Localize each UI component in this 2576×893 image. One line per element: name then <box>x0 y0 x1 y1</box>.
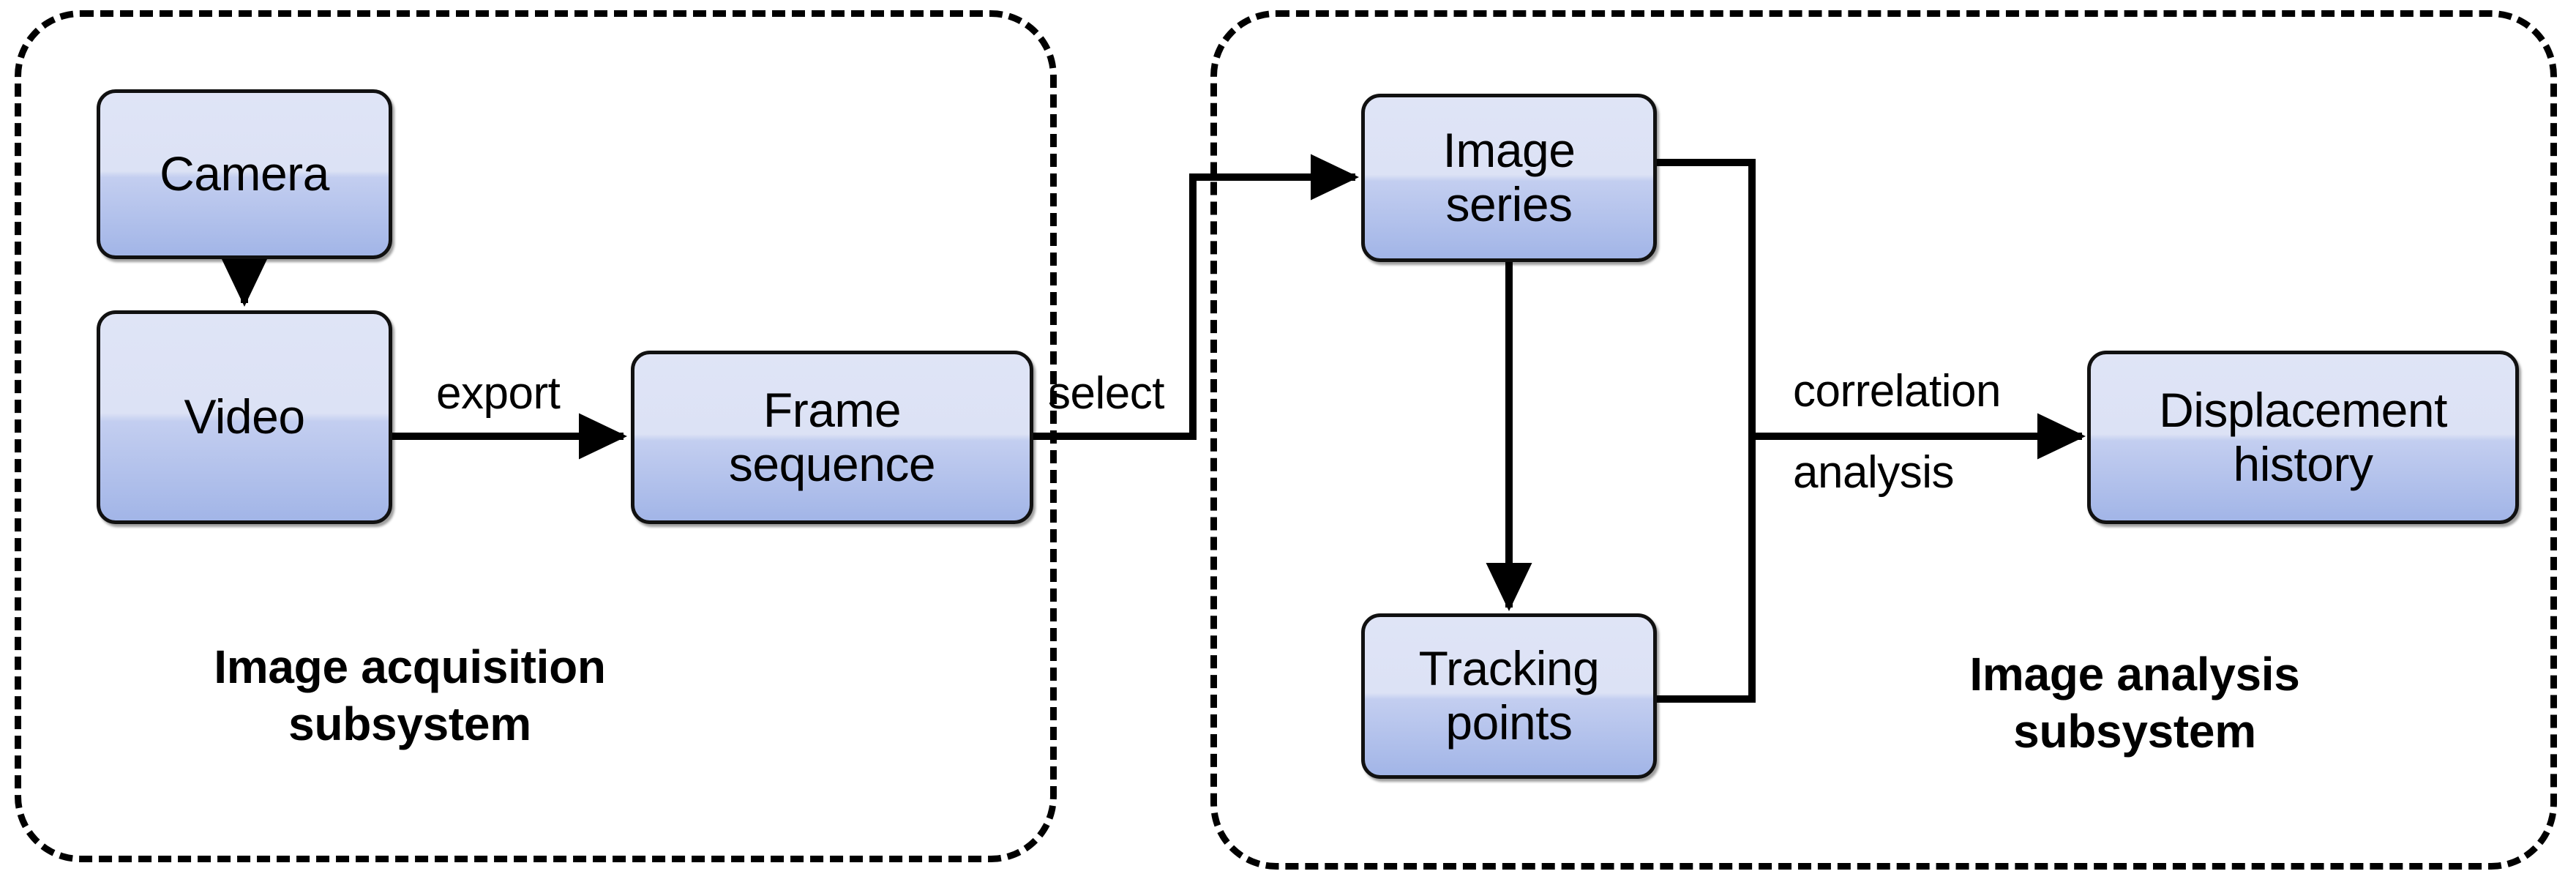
node-image-series-label: Image series <box>1442 123 1576 231</box>
edge-label-analysis: analysis <box>1793 447 1955 498</box>
subsystem-caption-acquisition: Image acquisition subsystem <box>214 640 606 751</box>
node-video[interactable]: Video <box>97 310 392 524</box>
node-displacement-history-label: Displacement history <box>2159 382 2447 491</box>
node-frame-sequence-label: Frame sequence <box>728 382 936 491</box>
edge-label-select: select <box>1048 368 1164 419</box>
node-tracking-points[interactable]: Tracking points <box>1361 613 1657 779</box>
node-tracking-points-label: Tracking points <box>1418 641 1600 750</box>
node-image-series[interactable]: Image series <box>1361 94 1657 262</box>
node-displacement-history[interactable]: Displacement history <box>2087 351 2519 524</box>
node-video-label: Video <box>184 389 305 444</box>
subsystem-caption-analysis: Image analysis subsystem <box>1969 648 2300 758</box>
node-camera[interactable]: Camera <box>97 89 392 259</box>
subsystem-boundary-analysis <box>1210 10 2557 870</box>
edge-label-correlation: correlation <box>1793 366 2001 416</box>
node-camera-label: Camera <box>160 146 329 201</box>
node-frame-sequence[interactable]: Frame sequence <box>631 351 1033 524</box>
edge-label-export: export <box>436 368 561 419</box>
